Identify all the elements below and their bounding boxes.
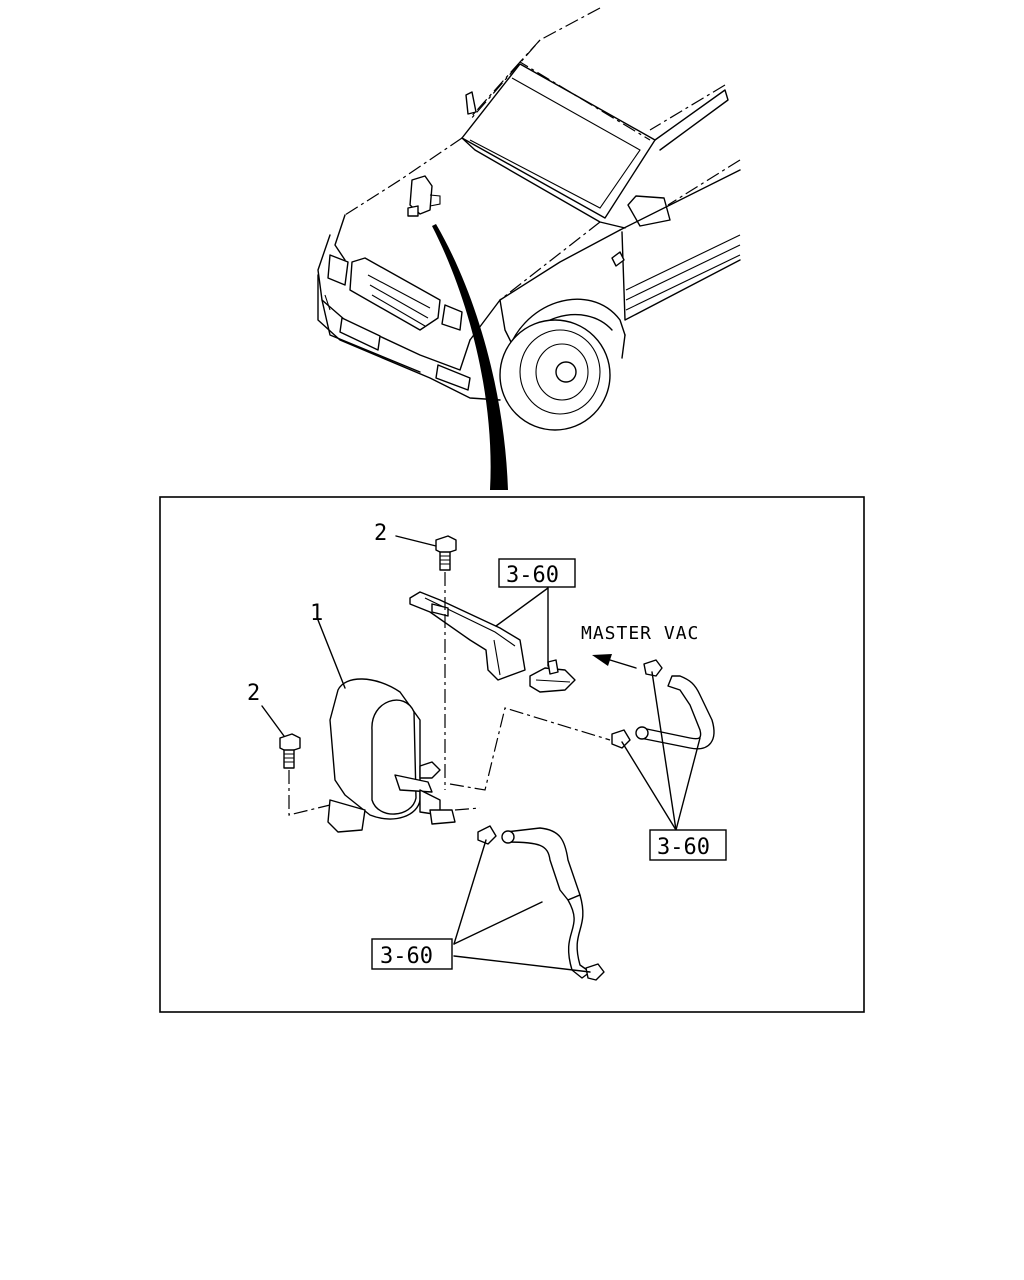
ref-label-bottom: 3-60	[380, 944, 433, 969]
ref-box-right	[649, 829, 727, 861]
vacuum-connector	[529, 659, 576, 693]
mounting-bracket	[409, 591, 526, 681]
leader-lines	[261, 535, 701, 973]
callout-part-2-left: 2	[247, 681, 260, 706]
bolt-left	[279, 733, 331, 816]
bolt-upper	[435, 535, 457, 610]
callout-part-2-upper: 2	[374, 521, 387, 546]
master-vac-arrow-line	[609, 659, 637, 669]
callout-part-1: 1	[310, 601, 323, 626]
detail-frame	[159, 496, 865, 1013]
hose-master-vac	[611, 659, 715, 750]
vacuum-tank	[327, 678, 456, 833]
hose-lower	[477, 825, 605, 981]
vehicle-illustration	[317, 7, 741, 490]
ref-box-bottom	[371, 938, 453, 970]
ref-box-top	[498, 558, 576, 588]
ref-label-top: 3-60	[506, 563, 559, 588]
master-vac-arrow-head	[592, 654, 612, 666]
master-vac-label: MASTER VAC	[581, 623, 699, 644]
ref-label-right: 3-60	[657, 835, 710, 860]
